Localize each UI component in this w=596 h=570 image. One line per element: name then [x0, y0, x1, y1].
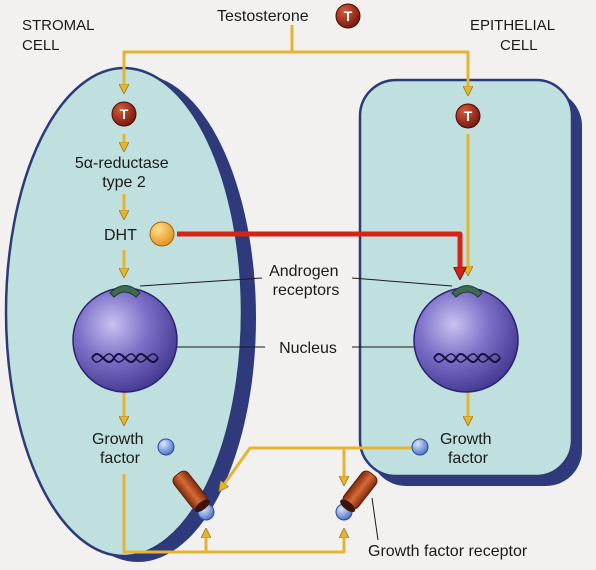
stromal-androgen-receptor	[109, 285, 141, 298]
growth-factor-ball-epithelial	[411, 438, 429, 456]
arrow-testosterone-to-stromal	[124, 50, 292, 92]
epithelial-growth-factor-receptor	[340, 470, 378, 513]
stromal-cell-label: STROMAL CELL	[22, 17, 98, 54]
epithelial-androgen-receptor	[451, 285, 483, 298]
arrow-testosterone-to-epithelial	[292, 50, 468, 94]
svg-text:T: T	[344, 8, 353, 24]
arrow-stromal-gf-loop	[122, 474, 344, 554]
dht-molecule	[149, 221, 175, 247]
growth-factor-label-stromal: Growth factor	[92, 431, 148, 467]
testosterone-molecule-epithelial: T	[455, 103, 481, 129]
stromal-nucleus	[72, 287, 178, 393]
stromal-growth-factor-receptor	[172, 470, 210, 513]
growth-factor-label-epithelial: Growth factor	[440, 431, 496, 467]
arrow-dht-to-epithelial	[177, 231, 460, 276]
arrow-epithelial-gf-line	[220, 446, 412, 490]
androgen-receptors-label: Androgen receptors	[269, 263, 343, 299]
svg-text:T: T	[120, 106, 129, 122]
nucleus-label: Nucleus	[279, 340, 337, 357]
growth-factor-receptor-label: Growth factor receptor	[368, 543, 528, 560]
growth-factor-ball-stromal	[157, 438, 175, 456]
testosterone-molecule-top: T	[335, 3, 361, 29]
testosterone-label: Testosterone	[217, 8, 309, 25]
five-alpha-reductase-label: 5α-reductase type 2	[75, 155, 173, 191]
leader-lines	[139, 277, 453, 541]
epithelial-cell-label: EPITHELIAL CELL	[470, 17, 559, 54]
epithelial-cell-body	[358, 78, 574, 478]
testosterone-molecule-stromal: T	[111, 101, 137, 127]
epithelial-nucleus	[413, 287, 519, 393]
svg-text:T: T	[464, 108, 473, 124]
dht-label: DHT	[104, 227, 137, 244]
epithelial-cell	[358, 78, 582, 486]
